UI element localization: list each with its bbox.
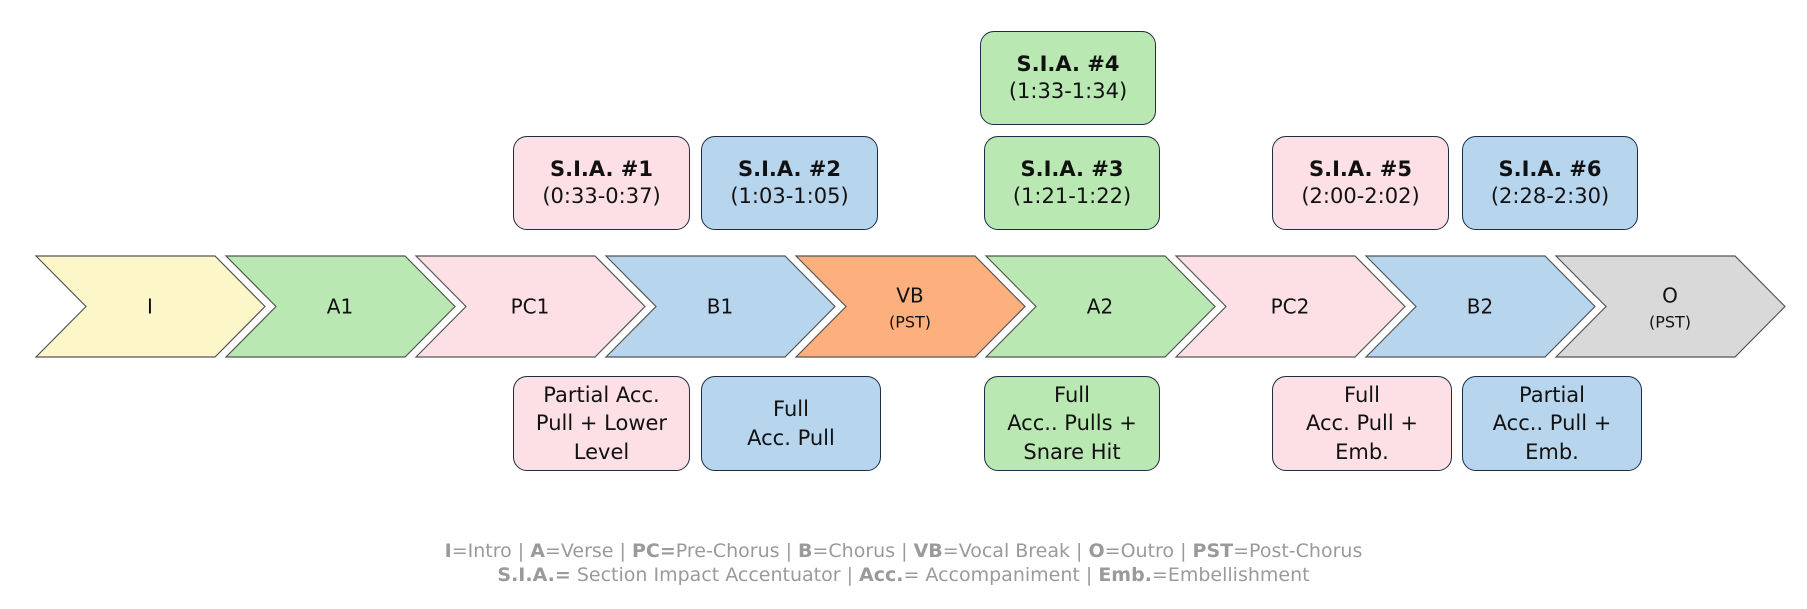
sia-time: (2:28-2:30): [1490, 184, 1610, 208]
chevron-shape: [984, 255, 1216, 358]
legend-value: =Embellishment: [1151, 564, 1310, 586]
chevron-label: B2: [1467, 295, 1493, 319]
legend-key: A: [530, 540, 545, 562]
legend-value: Section Impact Accentuator |: [570, 564, 860, 586]
legend-key: O: [1088, 540, 1105, 562]
chevron-sublabel: (PST): [1649, 313, 1691, 332]
chevron-shape: [1554, 255, 1786, 358]
legend-value: =Intro |: [451, 540, 531, 562]
legend-value: =Verse |: [544, 540, 632, 562]
sia-title: S.I.A. #2: [737, 156, 842, 181]
section-chevron-b1: B1: [604, 255, 836, 358]
sia-title: S.I.A. #6: [1498, 156, 1602, 181]
legend-line-1: I=Intro | A=Verse | PC=Pre-Chorus | B=Ch…: [0, 540, 1807, 562]
legend-value: =Post-Chorus: [1233, 540, 1363, 562]
legend-value: =Vocal Break |: [942, 540, 1089, 562]
sia-time: (1:33-1:34): [1008, 79, 1128, 103]
sia-time: (0:33-0:37): [542, 184, 661, 208]
chevron-sublabel: (PST): [889, 313, 931, 332]
legend-value: Pre-Chorus |: [675, 540, 799, 562]
chevron-label: A1: [327, 295, 353, 319]
legend-key: Emb.: [1098, 564, 1152, 586]
sia-time: (1:21-1:22): [1012, 184, 1132, 208]
section-chevron-vb: VB (PST): [794, 255, 1026, 358]
note-box-2: Full Acc. Pull: [701, 376, 881, 471]
legend-value: =Chorus |: [812, 540, 914, 562]
sia-box-6: S.I.A. #6 (2:28-2:30): [1462, 136, 1638, 230]
chevron-shape: [224, 255, 456, 358]
sia-box-4: S.I.A. #4 (1:33-1:34): [980, 31, 1156, 125]
legend-key: I: [444, 540, 452, 562]
sia-title: S.I.A. #5: [1308, 156, 1413, 181]
sia-title: S.I.A. #4: [1016, 51, 1120, 76]
sia-box-5: S.I.A. #5 (2:00-2:02): [1272, 136, 1449, 230]
chevron-label: PC2: [1271, 295, 1310, 319]
legend-line-2: S.I.A.= Section Impact Accentuator | Acc…: [0, 564, 1807, 586]
chevron-shape: [604, 255, 836, 358]
sia-time: (2:00-2:02): [1301, 184, 1420, 208]
chevron-shape: [1174, 255, 1406, 358]
section-chevron-b2: B2: [1364, 255, 1596, 358]
chevron-label: PC1: [511, 295, 550, 319]
chevron-shape: [1364, 255, 1596, 358]
legend-key: Acc.: [859, 564, 904, 586]
chevron-shape: [414, 255, 646, 358]
section-chevron-pc2: PC2: [1174, 255, 1406, 358]
chevron-label: VB: [896, 284, 923, 308]
sia-time: (1:03-1:05): [730, 184, 849, 208]
sia-box-2: S.I.A. #2 (1:03-1:05): [701, 136, 878, 230]
chevron-label: A2: [1087, 295, 1113, 319]
section-chevron-a2: A2: [984, 255, 1216, 358]
chevron-label: O: [1662, 284, 1678, 308]
legend-key: PC=: [631, 540, 676, 562]
legend-key: PST: [1192, 540, 1234, 562]
sia-box-3: S.I.A. #3 (1:21-1:22): [984, 136, 1160, 230]
legend-key: S.I.A.=: [497, 564, 571, 586]
note-box-3: Full Acc.. Pulls + Snare Hit: [984, 376, 1160, 471]
sia-box-1: S.I.A. #1 (0:33-0:37): [513, 136, 690, 230]
sia-title: S.I.A. #3: [1020, 156, 1124, 181]
chevron-shape: [34, 255, 266, 358]
note-box-4: Full Acc. Pull + Emb.: [1272, 376, 1452, 471]
section-chevron-o: O (PST): [1554, 255, 1786, 358]
legend-key: B: [798, 540, 813, 562]
chevron-label: I: [147, 295, 153, 319]
note-box-1: Partial Acc. Pull + Lower Level: [513, 376, 690, 471]
chevron-shape: [794, 255, 1026, 358]
chevron-label: B1: [707, 295, 733, 319]
note-box-5: Partial Acc.. Pull + Emb.: [1462, 376, 1642, 471]
legend-key: VB: [913, 540, 943, 562]
legend-value: =Outro |: [1104, 540, 1193, 562]
legend-value: = Accompaniment |: [903, 564, 1099, 586]
section-chevron-pc1: PC1: [414, 255, 646, 358]
sia-title: S.I.A. #1: [549, 156, 654, 181]
section-chevron-i: I: [34, 255, 266, 358]
section-chevron-a1: A1: [224, 255, 456, 358]
